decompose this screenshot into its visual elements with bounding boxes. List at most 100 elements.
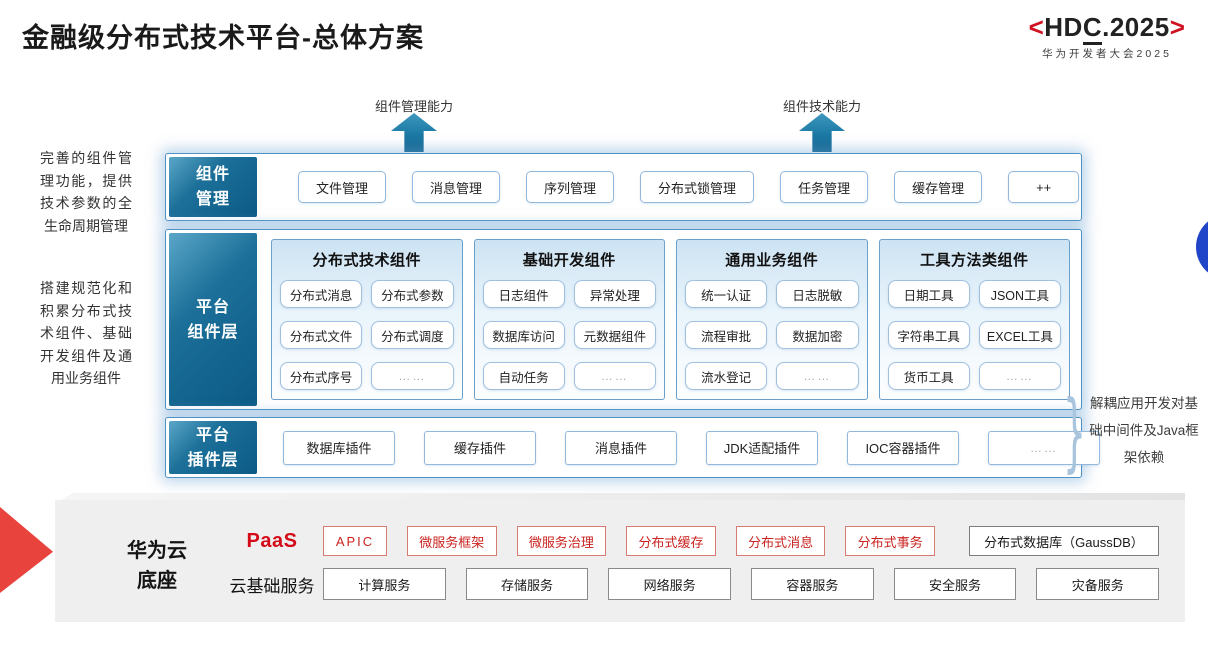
plugin-items: 数据库插件 缓存插件 消息插件 JDK适配插件 IOC容器插件 …… — [260, 418, 1118, 477]
hdc-logo-text: <HDC.2025> — [1012, 12, 1202, 45]
cloud-services-label: 云基础服务 — [229, 576, 315, 596]
row-label-line: 平台 — [195, 298, 230, 316]
note-component-layer: 搭建规范化和积累分布式技术组件、基础开发组件及通用业务组件 — [40, 280, 132, 386]
mgmt-chip: 分布式锁管理 — [640, 171, 755, 203]
hdc-2025-logo: <HDC.2025> 华为开发者大会2025 — [1012, 12, 1202, 61]
component-chip-more: …… — [776, 362, 859, 390]
component-chip: 统一认证 — [685, 280, 768, 308]
row-label-component-management: 组件 管理 — [169, 157, 257, 217]
mgmt-chip: 任务管理 — [780, 171, 869, 203]
capability-label-technology: 组件技术能力 — [782, 99, 861, 114]
paas-items: APIC 微服务框架 微服务治理 分布式缓存 分布式消息 分布式事务 分布式数据… — [323, 526, 1159, 556]
component-chip: 分布式消息 — [280, 280, 363, 308]
paas-row: PaaS APIC 微服务框架 微服务治理 分布式缓存 分布式消息 分布式事务 … — [221, 526, 1159, 556]
brace-icon: } — [1063, 382, 1086, 482]
cloud-service-chip: 容器服务 — [751, 568, 874, 600]
note-plugin-layer: 解耦应用开发对基础中间件及Java框架依赖 — [1089, 396, 1199, 465]
group-items: 分布式消息 分布式参数 分布式文件 分布式调度 分布式序号 …… — [280, 280, 454, 390]
component-chip: 元数据组件 — [573, 321, 656, 349]
component-chip: 字符串工具 — [887, 321, 970, 349]
row-label-plugin-layer: 平台 插件层 — [169, 421, 257, 474]
group-title: 基础开发组件 — [522, 252, 616, 269]
component-chip: 流水登记 — [685, 362, 768, 390]
cloud-service-chip: 网络服务 — [608, 568, 732, 600]
paas-label: PaaS — [246, 529, 298, 552]
plugin-chip-more: …… — [988, 430, 1100, 465]
component-chip: 异常处理 — [573, 280, 656, 308]
platform-component-layer-row: 平台 组件层 分布式技术组件 分布式消息 分布式参数 分布式文件 分布式调度 分… — [165, 229, 1082, 410]
component-chip-more: …… — [978, 362, 1061, 390]
component-chip: 日志组件 — [482, 280, 565, 308]
logo-c-underlined: C — [1082, 12, 1103, 45]
component-chip: 分布式调度 — [371, 321, 454, 349]
component-chip: 数据加密 — [776, 321, 859, 349]
component-chip: 日志脱敏 — [776, 280, 859, 308]
mgmt-chip: 序列管理 — [526, 171, 615, 203]
component-chip: 日期工具 — [887, 280, 970, 308]
group-title: 通用业务组件 — [725, 252, 819, 269]
group-title: 分布式技术组件 — [312, 252, 421, 269]
mgmt-chip-more: ++ — [1008, 171, 1080, 203]
component-chip: 分布式文件 — [280, 321, 363, 349]
plugin-chip: JDK适配插件 — [706, 430, 818, 465]
component-chip: 流程审批 — [685, 321, 768, 349]
capability-label-management: 组件管理能力 — [374, 99, 453, 114]
group-items: 日志组件 异常处理 数据库访问 元数据组件 自动任务 …… — [482, 280, 656, 390]
row-label-line: 组件 — [195, 166, 230, 183]
paas-chip: 微服务框架 — [407, 526, 497, 556]
paas-chip: 微服务治理 — [516, 526, 607, 556]
paas-chip-gaussdb: 分布式数据库（GaussDB） — [968, 526, 1159, 556]
row-label-line: 插件层 — [187, 451, 239, 469]
up-arrow-icon — [391, 113, 437, 152]
logo-hd: HD — [1044, 12, 1083, 42]
cloud-base-label: 华为云 底座 — [113, 536, 201, 596]
paas-chip: 分布式消息 — [735, 526, 826, 556]
cloud-service-items: 计算服务 存储服务 网络服务 容器服务 安全服务 灾备服务 — [323, 568, 1160, 600]
cloud-service-chip: 灾备服务 — [1036, 568, 1160, 600]
group-distributed-tech: 分布式技术组件 分布式消息 分布式参数 分布式文件 分布式调度 分布式序号 …… — [271, 239, 463, 400]
component-chip: JSON工具 — [978, 280, 1061, 308]
paas-chip: APIC — [323, 526, 387, 556]
cloud-base-label-line: 华为云 — [127, 540, 187, 562]
hdc-logo-subtitle: 华为开发者大会2025 — [1042, 48, 1172, 60]
row-label-line: 管理 — [195, 191, 230, 208]
mgmt-chip: 缓存管理 — [894, 171, 983, 203]
cloud-service-chip: 安全服务 — [893, 568, 1017, 600]
component-management-items: 文件管理 消息管理 序列管理 分布式锁管理 任务管理 缓存管理 ++ — [260, 154, 1097, 220]
mgmt-chip: 文件管理 — [298, 171, 387, 203]
logo-year: .2025 — [1102, 12, 1170, 42]
group-title: 工具方法类组件 — [919, 252, 1029, 269]
group-tool-methods: 工具方法类组件 日期工具 JSON工具 字符串工具 EXCEL工具 货币工具 …… — [878, 239, 1070, 400]
blue-circle-decoration — [1196, 214, 1208, 280]
cloud-services-row: 云基础服务 计算服务 存储服务 网络服务 容器服务 安全服务 灾备服务 — [221, 568, 1160, 600]
plugin-chip: 数据库插件 — [283, 430, 395, 465]
huawei-cloud-base-panel: 华为云 底座 PaaS APIC 微服务框架 微服务治理 分布式缓存 分布式消息… — [55, 493, 1185, 622]
cloud-service-chip: 存储服务 — [465, 568, 589, 600]
cloud-service-chip: 计算服务 — [323, 568, 446, 600]
paas-chip: 分布式缓存 — [626, 526, 716, 556]
component-chip: EXCEL工具 — [978, 321, 1061, 349]
group-items: 日期工具 JSON工具 字符串工具 EXCEL工具 货币工具 …… — [887, 280, 1061, 390]
component-management-row: 组件 管理 文件管理 消息管理 序列管理 分布式锁管理 任务管理 缓存管理 ++ — [165, 153, 1082, 221]
row-label-line: 平台 — [195, 426, 230, 444]
component-chip-more: …… — [371, 362, 454, 390]
component-chip-more: …… — [573, 362, 656, 390]
plugin-chip: IOC容器插件 — [847, 430, 959, 465]
cloud-base-label-line: 底座 — [137, 570, 177, 592]
component-chip: 自动任务 — [482, 362, 565, 390]
group-basic-dev: 基础开发组件 日志组件 异常处理 数据库访问 元数据组件 自动任务 …… — [473, 239, 665, 400]
paas-chip: 分布式事务 — [845, 526, 935, 556]
plugin-chip: 消息插件 — [565, 430, 677, 465]
note-component-management: 完善的组件管理功能，提供技术参数的全生命周期管理 — [40, 150, 132, 234]
plugin-chip: 缓存插件 — [424, 430, 536, 465]
logo-right-bracket: > — [1169, 12, 1186, 42]
platform-plugin-layer-row: 平台 插件层 数据库插件 缓存插件 消息插件 JDK适配插件 IOC容器插件 …… — [165, 417, 1100, 478]
component-chip: 货币工具 — [887, 362, 970, 390]
component-chip: 分布式参数 — [371, 280, 454, 308]
slab-bevel-decoration — [61, 493, 1185, 500]
mgmt-chip: 消息管理 — [412, 171, 501, 203]
component-chip: 分布式序号 — [280, 362, 363, 390]
group-items: 统一认证 日志脱敏 流程审批 数据加密 流水登记 …… — [685, 280, 859, 390]
red-arrow-icon — [0, 507, 53, 593]
